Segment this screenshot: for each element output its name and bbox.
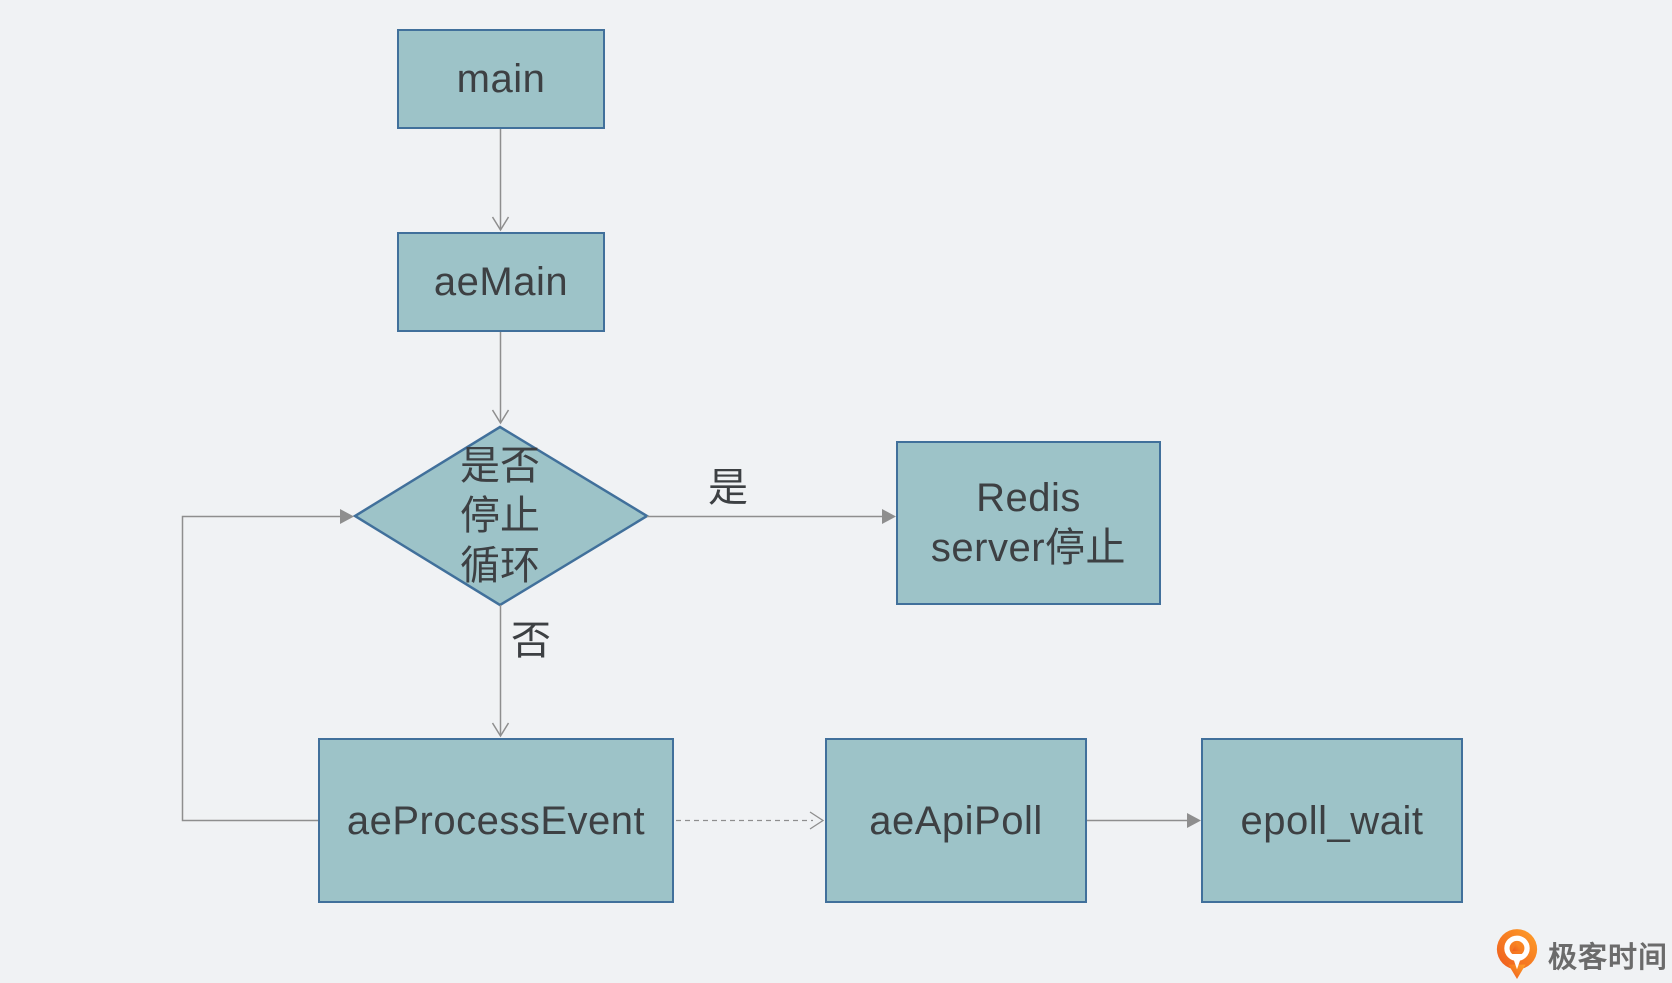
edge-aeprocess-loopback — [181, 509, 354, 822]
edge-decision-redis — [647, 509, 896, 524]
node-aeprocessevent: aeProcessEvent — [318, 738, 674, 903]
geektime-logo-text: 极客时间 — [1548, 941, 1669, 974]
node-aeapipoll: aeApiPoll — [825, 738, 1087, 903]
node-main: main — [397, 29, 605, 129]
edge-aeprocess-aeapipoll — [676, 811, 825, 830]
edge-label-yes: 是 — [708, 466, 748, 510]
edge-aemain-decision — [491, 332, 510, 425]
node-redis-stop-line1: Redis — [976, 476, 1081, 520]
node-redis-stop-line2: server停止 — [930, 526, 1127, 570]
node-epollwait-label: epoll_wait — [1240, 798, 1424, 843]
edge-decision-aeprocess — [491, 605, 510, 738]
edge-label-no: 否 — [511, 619, 551, 663]
node-redis-stop: Redis server停止 — [896, 441, 1161, 605]
node-aeprocessevent-label: aeProcessEvent — [346, 798, 646, 843]
edge-main-aemain — [491, 129, 510, 232]
node-epollwait: epoll_wait — [1201, 738, 1463, 903]
node-aeapipoll-label: aeApiPoll — [869, 798, 1043, 843]
geektime-logo-icon — [1496, 929, 1538, 979]
node-main-label: main — [456, 57, 546, 101]
node-decision-label: 是否 停止 循环 — [420, 441, 580, 591]
node-decision-line3: 循环 — [460, 544, 540, 588]
geektime-logo: 极客时间 — [1494, 928, 1668, 981]
node-decision-line1: 是否 — [460, 444, 540, 488]
node-aemain-label: aeMain — [433, 260, 569, 304]
edge-aeapipoll-epollwait — [1087, 813, 1201, 828]
node-aemain: aeMain — [397, 232, 605, 332]
node-decision-line2: 停止 — [460, 494, 540, 538]
